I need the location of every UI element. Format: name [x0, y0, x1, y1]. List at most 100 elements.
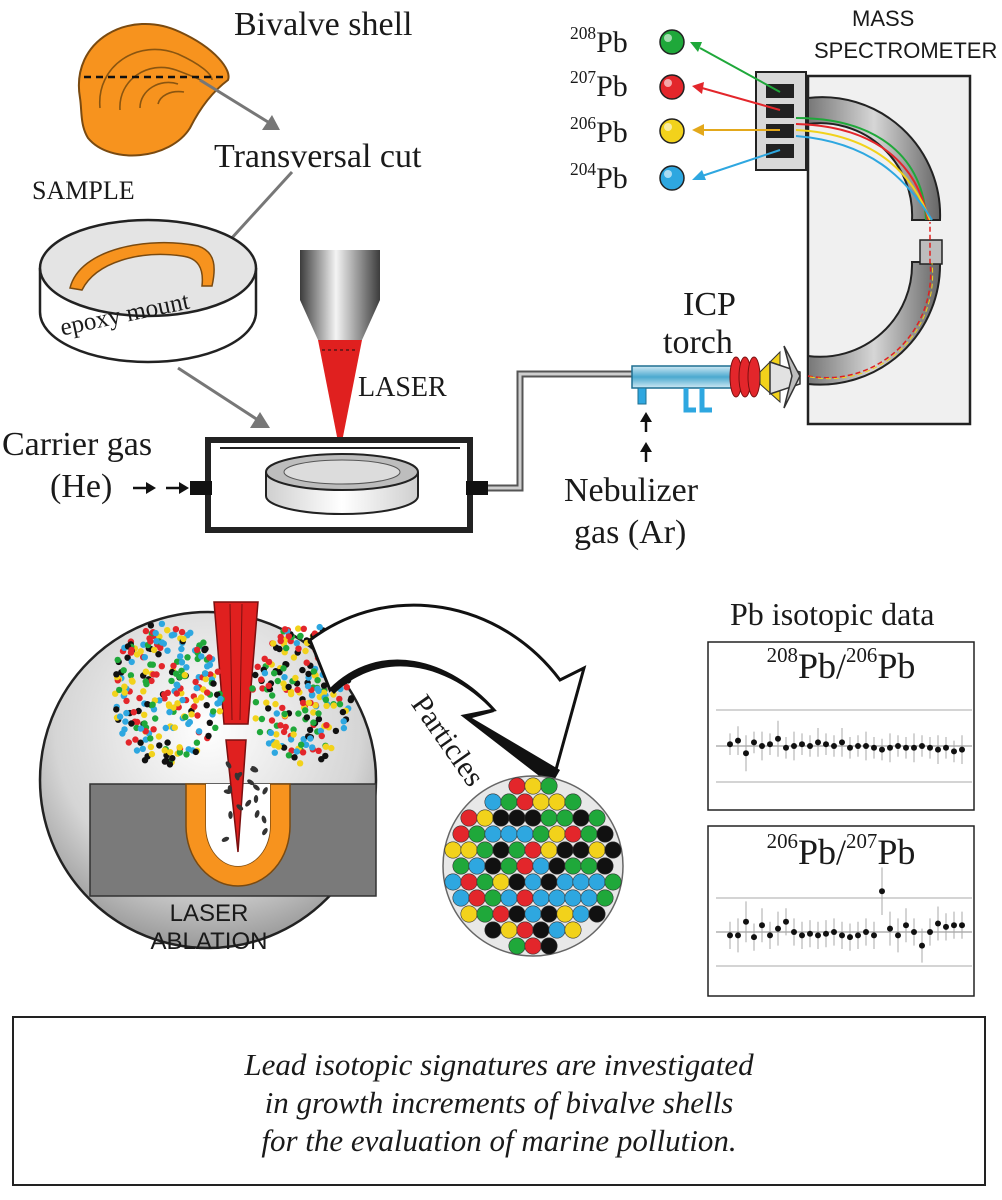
- isotope-label-204: 204Pb: [570, 160, 628, 194]
- plume-particle: [339, 708, 347, 716]
- plume-particle: [194, 712, 201, 719]
- plume-particle: [161, 747, 168, 754]
- disc-particle: [524, 809, 542, 827]
- plume-particle: [127, 649, 135, 656]
- plume-particle: [291, 754, 298, 761]
- data-point: [743, 918, 749, 925]
- plume-particle: [308, 692, 316, 699]
- ratio-den-mass: 207: [846, 829, 878, 854]
- data-point: [751, 934, 757, 941]
- plume-particle: [133, 747, 141, 754]
- nebulizer-label: Nebulizer: [564, 472, 699, 509]
- ablated-chip: [247, 779, 255, 786]
- plume-particle: [142, 678, 149, 685]
- disc-particle: [532, 793, 550, 811]
- isotope-element-207: Pb: [596, 70, 628, 103]
- plume-particle: [135, 707, 142, 715]
- bivalve-shell-label: Bivalve shell: [234, 6, 413, 43]
- plume-particle: [318, 732, 325, 740]
- plume-particle: [254, 663, 261, 670]
- disc-particle: [540, 777, 558, 795]
- disc-particle: [452, 857, 470, 875]
- plume-particle: [273, 710, 280, 717]
- disc-particle: [460, 873, 478, 891]
- plume-particle: [188, 711, 195, 718]
- plume-particle: [141, 654, 148, 661]
- plume-particle: [285, 683, 292, 691]
- plume-particle: [268, 717, 276, 724]
- plume-particle: [164, 647, 171, 654]
- plume-particle: [204, 689, 211, 696]
- plume-particle: [263, 699, 270, 706]
- disc-particle: [572, 905, 590, 923]
- disc-particle: [484, 857, 502, 875]
- plume-particle: [303, 714, 311, 721]
- disc-particle: [492, 841, 510, 859]
- laser-label: LASER: [358, 372, 447, 403]
- plume-particle: [206, 661, 214, 668]
- ablated-chips: [221, 761, 268, 842]
- transversal-cut-label: Transversal cut: [214, 138, 422, 175]
- isotope-dot-204: [659, 165, 685, 191]
- plume-particle: [283, 644, 290, 652]
- data-point: [959, 746, 965, 753]
- plume-particle: [178, 659, 186, 666]
- plume-particle: [193, 684, 200, 692]
- plume-particle: [252, 699, 260, 706]
- plume-particle: [137, 739, 144, 746]
- disc-particle: [516, 825, 534, 843]
- ablated-chip: [245, 799, 252, 807]
- ablated-chip: [234, 772, 240, 781]
- data-point: [807, 743, 813, 749]
- ablated-chip: [262, 828, 268, 836]
- plume-particle: [214, 668, 222, 675]
- disc-particle: [492, 809, 510, 827]
- caption-line-1: Lead isotopic signatures are investigate…: [244, 1047, 754, 1082]
- plume-particle: [121, 683, 128, 690]
- plume-particle: [322, 696, 330, 703]
- plume-particle: [299, 749, 307, 756]
- ablated-chip: [251, 766, 259, 772]
- carrier-gas-label: Carrier gas: [2, 426, 153, 463]
- ratio-den-element: Pb: [877, 646, 916, 686]
- plume-particle: [141, 720, 148, 727]
- plume-particle: [164, 627, 171, 634]
- disc-particle: [500, 889, 518, 907]
- isotope-label-206: 206Pb: [570, 114, 628, 148]
- mass-spectrometer: [755, 71, 972, 426]
- ablated-chip: [225, 761, 232, 769]
- disc-particles: [444, 777, 622, 955]
- disc-particle: [540, 841, 558, 859]
- disc-particle: [516, 793, 534, 811]
- caption-line-2: in growth increments of bivalve shells: [264, 1085, 734, 1120]
- plume-particle: [168, 677, 175, 685]
- plume-particle: [336, 701, 344, 708]
- plume-particle: [153, 671, 160, 678]
- data-point: [855, 932, 861, 939]
- data-point: [799, 932, 805, 939]
- data-point: [727, 741, 733, 748]
- plume-particle: [303, 659, 310, 666]
- disc-particle: [476, 809, 494, 827]
- isotope-mass-208: 208: [570, 22, 597, 43]
- data-point: [775, 925, 781, 932]
- plume-particle: [275, 743, 282, 750]
- plume-particle: [142, 728, 149, 735]
- plume-particle: [192, 748, 199, 756]
- plume-particle: [178, 645, 185, 653]
- plume-particle: [113, 706, 120, 713]
- plume-particle: [297, 633, 304, 640]
- data-point: [839, 739, 845, 746]
- plume-particle: [119, 730, 126, 737]
- data-point: [767, 741, 773, 748]
- plume-particle: [193, 646, 201, 653]
- plume-particle: [140, 688, 147, 695]
- plume-particle: [320, 689, 328, 696]
- disc-particle: [596, 889, 614, 907]
- plume-particle: [317, 727, 325, 735]
- isotope-dot-206: [659, 118, 685, 144]
- disc-particle: [500, 857, 518, 875]
- plume-particle: [158, 620, 166, 627]
- data-point: [943, 744, 949, 751]
- disc-particle: [564, 889, 582, 907]
